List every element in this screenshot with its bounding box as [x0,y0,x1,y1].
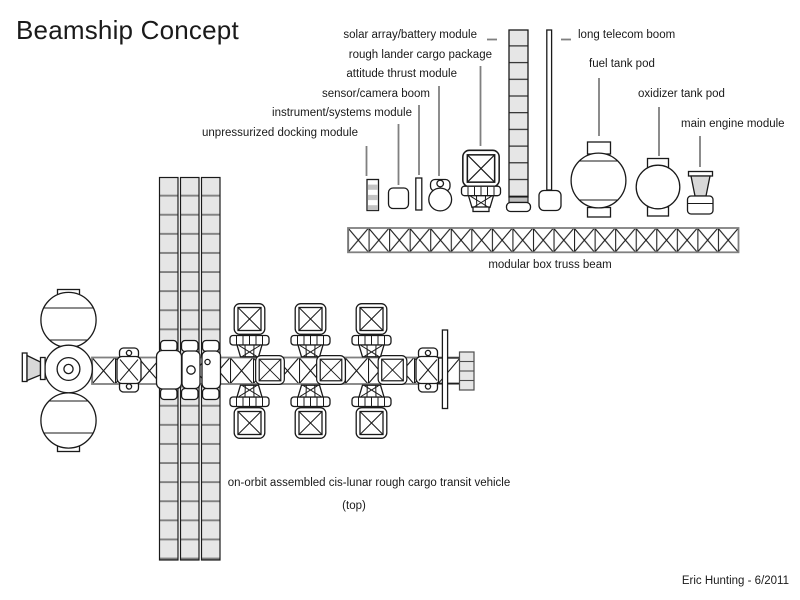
vehicle-cargo-clusters [229,303,408,439]
attitude-thrust-module-shape [428,178,453,212]
label-fuel-tank-pod: fuel tank pod [589,57,655,70]
vehicle-view-label: (top) [342,500,366,512]
vehicle-cross-boom [441,329,449,410]
label-rough-lander-cargo-package: rough lander cargo package [348,48,492,61]
vehicle-core-assembly [21,288,97,453]
leader-lines [365,38,701,185]
rough-lander-cargo-package-shape [460,149,502,213]
label-long-telecom-boom: long telecom boom [578,29,676,41]
instrument-systems-module-shape [387,187,410,210]
vehicle-engine-nozzle [21,352,46,383]
label-oxidizer-tank-pod: oxidizer tank pod [638,87,725,100]
page-title: Beamship Concept [16,15,239,45]
label-main-engine-module: main engine module [681,117,785,130]
vehicle-array-crossing-blocks [155,339,222,401]
sensor-camera-boom-shape [415,177,423,211]
label-unpressurized-docking-module: unpressurized docking module [202,126,358,139]
label-sensor-camera-boom: sensor/camera boom [321,87,430,100]
label-attitude-thrust-module: attitude thrust module [346,68,457,80]
long-telecom-boom-shape [538,29,562,212]
vehicle-caption: on-orbit assembled cis-lunar rough cargo… [227,477,511,489]
credit-text: Eric Hunting - 6/2011 [681,575,789,587]
modular-box-truss-beam-shape [347,227,740,254]
fuel-tank-pod-shape [570,141,627,218]
main-engine-module-shape [686,170,714,215]
vehicle-right-end-assembly [437,329,475,410]
vehicle-docking-node-left [116,347,142,393]
label-solar-array-battery-module: solar array/battery module [343,29,477,41]
label-instrument-systems-module: instrument/systems module [272,107,412,119]
unpressurized-docking-module-shape [366,178,380,212]
label-modular-box-truss-beam: modular box truss beam [488,259,612,271]
oxidizer-tank-pod-shape [635,157,681,217]
vehicle-docking-node-right [415,347,441,393]
solar-array-battery-module-shape [505,29,532,213]
